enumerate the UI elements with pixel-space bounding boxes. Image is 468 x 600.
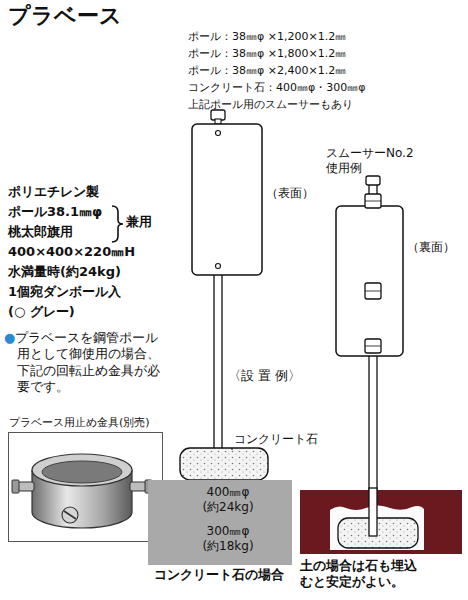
label-text: ポール：38㎜φ ×1,800×1.2㎜: [188, 47, 346, 61]
soil-ground: [369, 488, 377, 536]
label-text: スムーサーNo.2 使用例: [326, 146, 418, 176]
leader-line: [232, 448, 233, 450]
label-text: （裏面）: [407, 240, 455, 255]
label-text: 兼用: [126, 214, 152, 230]
title: プラベース: [8, 2, 122, 30]
front-flag-pole: [214, 272, 222, 450]
stopper-fitting: [62, 507, 78, 523]
front-flag-pole: [216, 131, 221, 136]
dimension-text: 300㎜φ (約18kg): [202, 524, 254, 554]
back-flag-pole: [336, 206, 403, 356]
label-text: ポール：38㎜φ ×1,200×1.2㎜: [188, 30, 346, 44]
label-text: ポール：38㎜φ ×2,400×1.2㎜: [188, 64, 346, 78]
label-text: 〈設 置 例〉: [228, 368, 301, 384]
label-text: ポール38.1㎜φ: [8, 204, 102, 220]
stopper-fitting: [64, 511, 76, 519]
label-text: コンクリート石の場合: [154, 567, 284, 583]
concrete-block: 400㎜φ (約24kg) 300㎜φ (約18kg): [148, 480, 292, 565]
label-text: (○ グレー): [8, 304, 75, 320]
back-flag-pole: [365, 346, 381, 347]
back-flag-pole: [365, 283, 381, 299]
concrete-stone: [180, 448, 268, 480]
back-flag-pole: [365, 339, 381, 353]
label-text: コンクリート石: [234, 432, 318, 447]
front-flag-pole: [192, 124, 262, 275]
stopper-fitting: [42, 461, 122, 483]
stopper-fitting: [18, 482, 34, 491]
heading: プラベース用止め金具(別売): [9, 416, 150, 430]
stopper-fitting: [130, 482, 146, 491]
label-text: 桃太郎旗用: [8, 224, 73, 240]
front-flag-pole: [216, 264, 221, 269]
front-flag-pole: [192, 110, 262, 450]
label-text: 上記ポール用のスムーサーもあり: [188, 98, 353, 112]
note-text: ●プラベースを鋼管ポール用として御使用の場合、下記の回転止め金具が必要です。: [4, 330, 167, 395]
label-text: 400×400×220㎜H: [8, 244, 135, 260]
soil-ground: [300, 488, 462, 554]
back-flag-pole: [365, 194, 381, 208]
soil-ground: [338, 518, 418, 548]
stopper-fitting: [12, 480, 19, 493]
label-text: 水満量時(約24kg): [8, 264, 121, 280]
label-text: 1個宛ダンボール入: [8, 284, 121, 300]
back-flag-pole: [365, 291, 381, 292]
label-text: （表面）: [266, 186, 314, 201]
back-flag-pole: [365, 201, 381, 202]
label-text: コンクリート石：400㎜φ・300㎜φ: [188, 81, 366, 95]
soil-ground: [300, 490, 462, 554]
photo-frame: プラベース用止め金具(別売): [8, 432, 163, 542]
back-flag-pole: [366, 176, 380, 185]
stopper-fitting: [32, 454, 132, 486]
concrete-stone: [180, 448, 268, 480]
label-text: ポリエチレン製: [8, 184, 99, 200]
dimension-text: 400㎜φ (約24kg): [202, 485, 254, 515]
label-text: 土の場合は石も埋込むと安定がよい。: [300, 558, 424, 591]
brace: [112, 206, 123, 242]
stopper-fitting: [12, 454, 152, 528]
